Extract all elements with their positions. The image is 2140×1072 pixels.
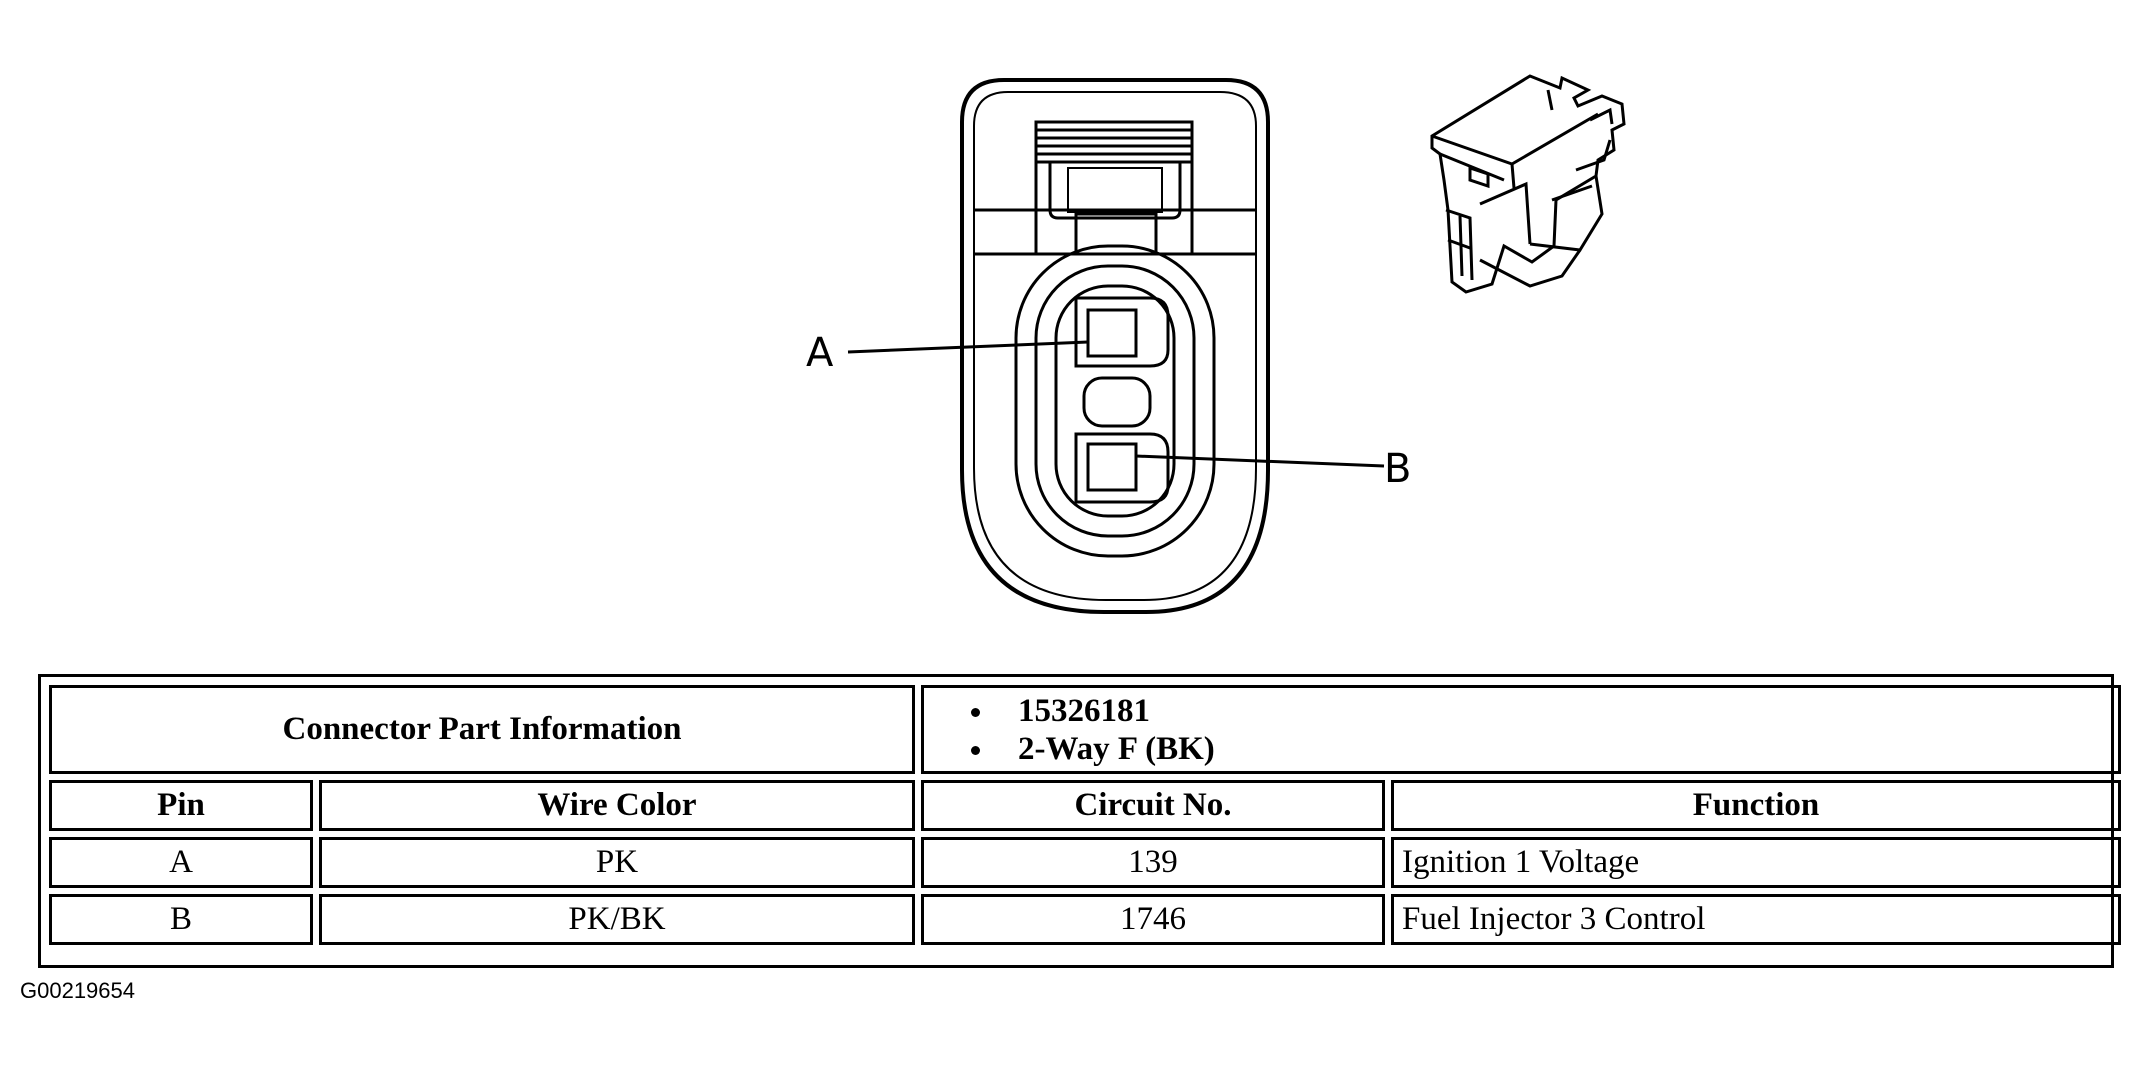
part-number: 15326181 <box>996 692 2110 730</box>
connector-isometric-view <box>1430 74 1626 294</box>
figure-id: G00219654 <box>20 978 135 1003</box>
circuit-no-cell: 1746 <box>921 894 1385 945</box>
connector-part-info-label: Connector Part Information <box>49 685 915 775</box>
part-info-list: 15326181 2-Way F (BK) <box>932 692 2110 768</box>
part-info-row: Connector Part Information 15326181 2-Wa… <box>49 685 2122 775</box>
pin-b-callout: B <box>1384 446 1412 492</box>
wire-color-cell: PK <box>319 837 915 889</box>
connector-diagram: A B <box>806 74 1626 614</box>
pin-header: Pin <box>49 780 313 832</box>
connector-info-table-frame: Connector Part Information 15326181 2-Wa… <box>38 674 2122 968</box>
wire-color-header: Wire Color <box>319 780 915 832</box>
header-row: Pin Wire Color Circuit No. Function <box>49 780 2122 832</box>
pin-cell: A <box>49 837 313 889</box>
function-cell: Ignition 1 Voltage <box>1391 837 2122 889</box>
pin-cell: B <box>49 894 313 945</box>
pin-a-callout: A <box>806 330 834 376</box>
function-header: Function <box>1391 780 2122 832</box>
function-cell: Fuel Injector 3 Control <box>1391 894 2122 945</box>
table-row: B PK/BK 1746 Fuel Injector 3 Control <box>49 894 2122 945</box>
table-row: A PK 139 Ignition 1 Voltage <box>49 837 2122 889</box>
circuit-no-header: Circuit No. <box>921 780 1385 832</box>
connector-info-table: Connector Part Information 15326181 2-Wa… <box>43 679 2127 951</box>
part-info-cell: 15326181 2-Way F (BK) <box>921 685 2122 775</box>
connector-face-view <box>847 74 1626 614</box>
part-description: 2-Way F (BK) <box>996 730 2110 768</box>
circuit-no-cell: 139 <box>921 837 1385 889</box>
wire-color-cell: PK/BK <box>319 894 915 945</box>
